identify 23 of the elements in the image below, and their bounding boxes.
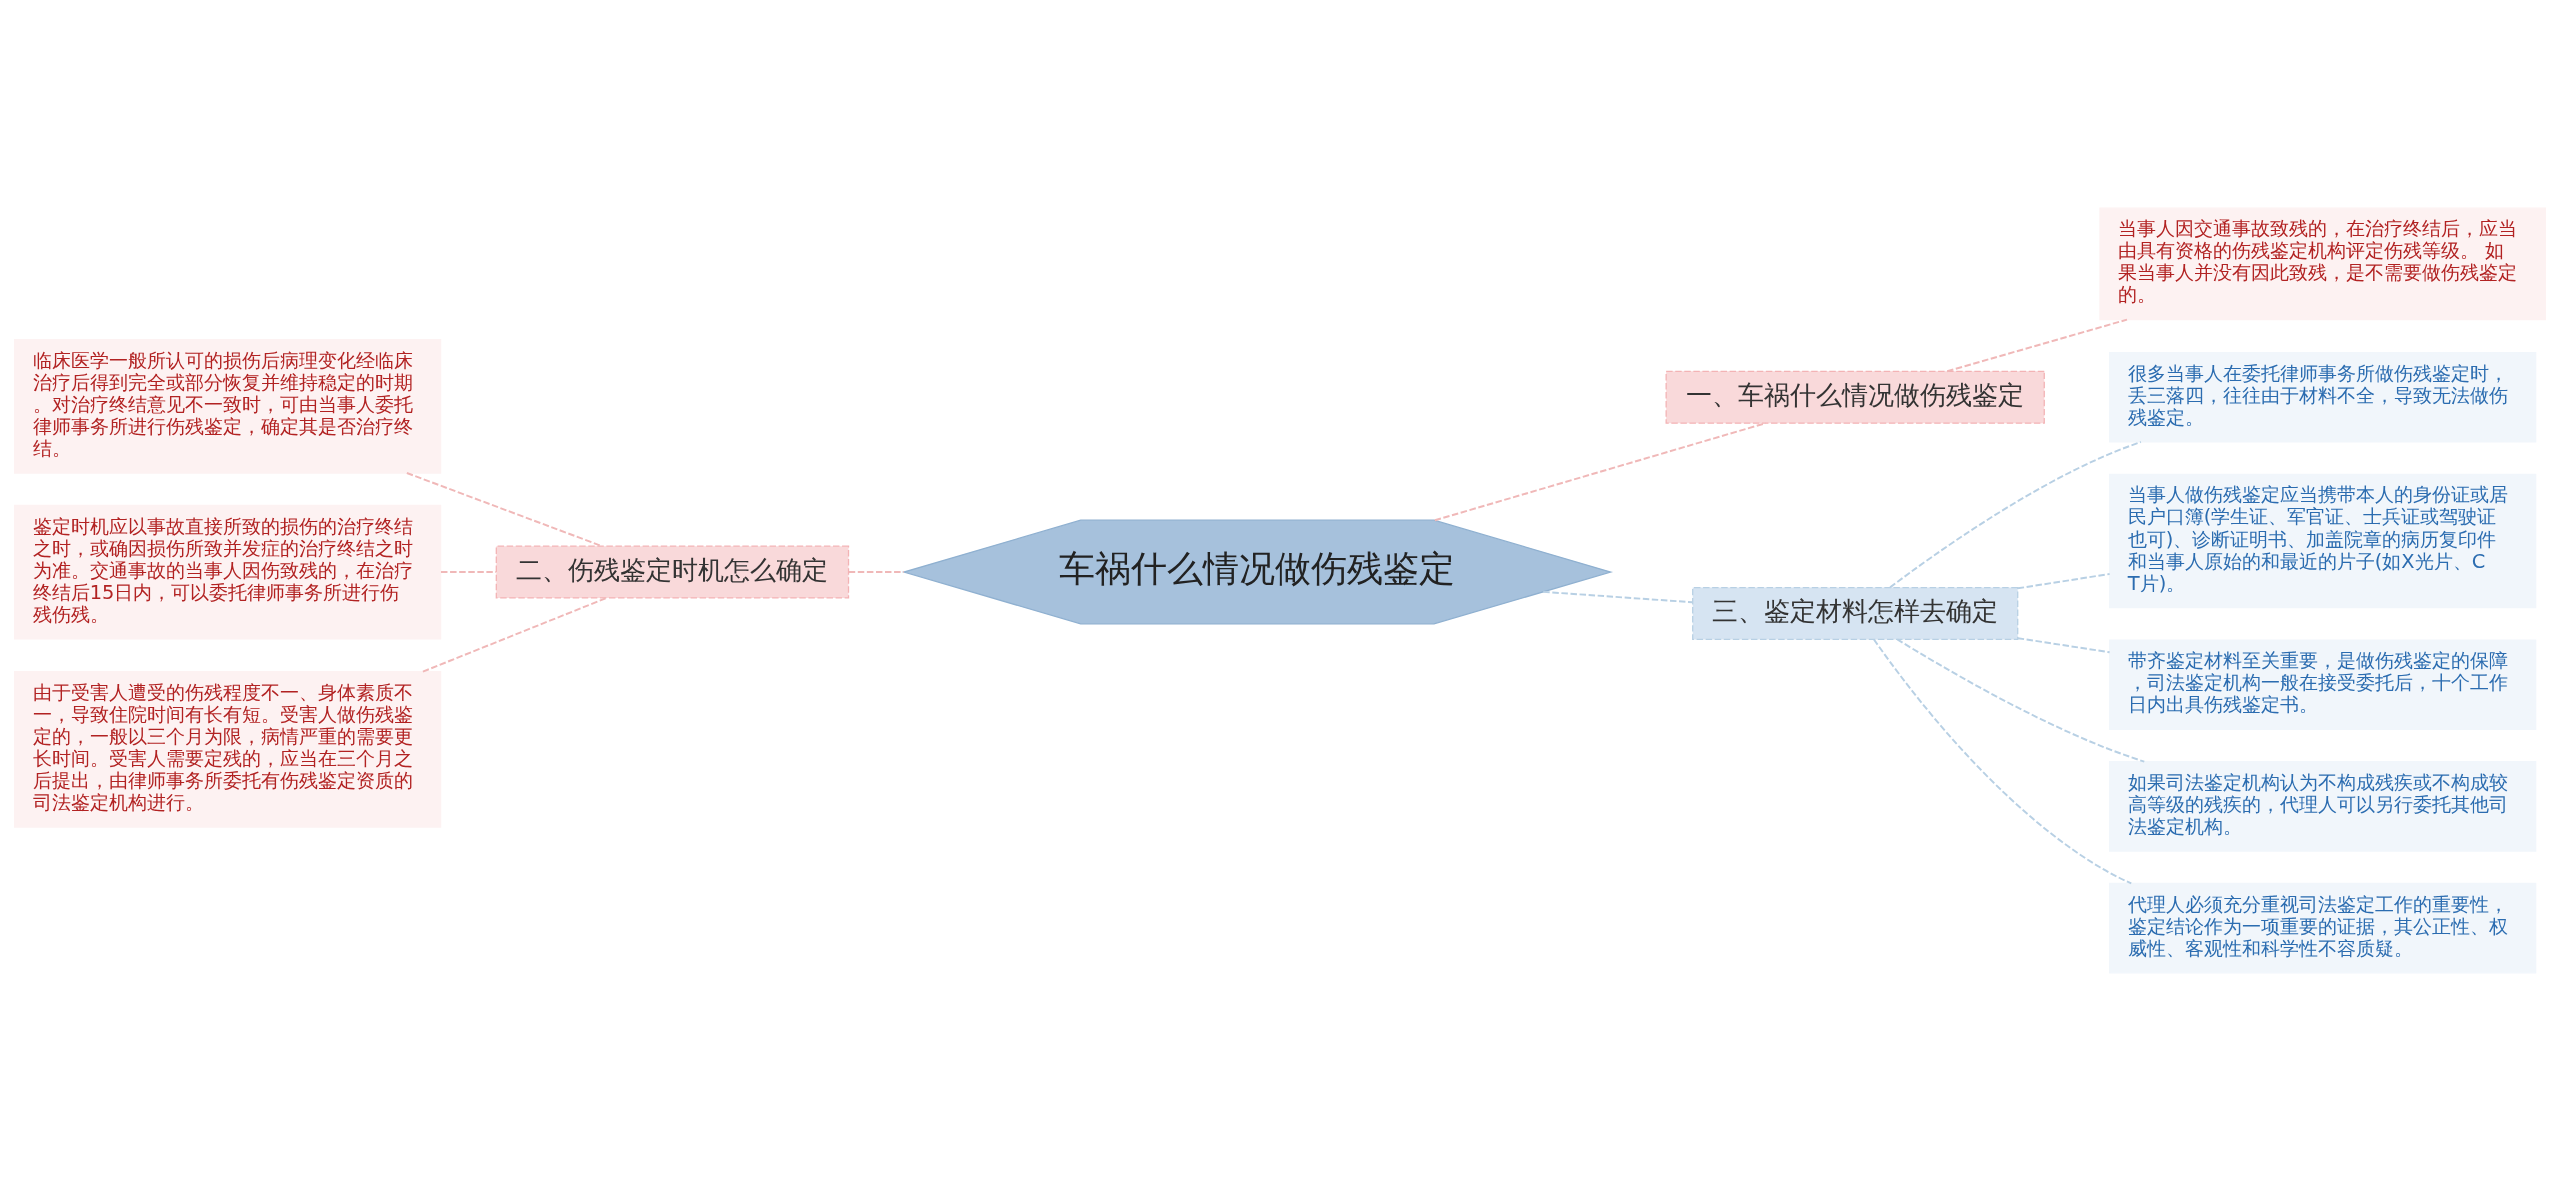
connector xyxy=(1946,318,2128,373)
node-box: 如果司法鉴定机构认为不构成残疾或不构成较高等级的残疾的，代理人可以另行委托其他司法鉴定机构。 xyxy=(2109,761,2537,852)
connector xyxy=(405,472,603,547)
node-box: 很多当事人在委托律师事务所做伤残鉴定时，丢三落四，往往由于材料不全，导致无法做伤残鉴定。 xyxy=(2109,351,2537,443)
node-box: 三、鉴定材料怎样去确定 xyxy=(1692,586,2019,641)
connector xyxy=(1889,440,2142,589)
connector xyxy=(1873,638,2133,885)
node-box: 代理人必须充分重视司法鉴定工作的重要性，鉴定结论作为一项重要的证据，其公正性、权威性、客观性和科学性不容质疑。 xyxy=(2109,882,2537,974)
node-box: 一、车祸什么情况做伤残鉴定 xyxy=(1665,370,2045,424)
node-box: 由于受害人遭受的伤残程度不一、身体素质不一，导致住院时间有长有短。受害人做伤残鉴定的，一般以三个月为限，病情严重的需要更长时间。受害人需要定残的，应当在三个月之后提出，由律师事务所委托有伤残鉴定资质的司法鉴定机构进行。 xyxy=(13,671,442,828)
connector xyxy=(1542,590,1694,604)
connector xyxy=(847,571,905,573)
connector xyxy=(439,571,498,573)
connector xyxy=(2016,637,2111,654)
node-box: 当事人做伤残鉴定应当携带本人的身份证或居民户口簿(学生证、军官证、士兵证或驾驶证也可)、诊断证明书、加盖院章的病历复印件和当事人原始的和最近的片子(如X光片、CT片)。 xyxy=(2109,473,2537,609)
node-box: 临床医学一般所认可的损伤后病理变化经临床治疗后得到完全或部分恢复并维持稳定的时期。对治疗终结意见不一致时，可由当事人委托律师事务所进行伤残鉴定，确定其是否治疗终结。 xyxy=(13,338,442,474)
connector xyxy=(2016,573,2111,590)
connector xyxy=(421,597,608,673)
node-box: 鉴定时机应以事故直接所致的损伤的治疗终结之时，或确因损伤所致并发症的治疗终结之时为准。交通事故的当事人因伤致残的，在治疗终结后15日内，可以委托律师事务所进行伤残伤残。 xyxy=(13,504,442,640)
node-box: 带齐鉴定材料至关重要，是做伤残鉴定的保障，司法鉴定机构一般在接受委托后，十个工作日内出具伤残鉴定书。 xyxy=(2109,639,2537,731)
node-box: 当事人因交通事故致残的，在治疗终结后，应当由具有资格的伤残鉴定机构评定伤残等级。 如果当事人并没有因此致残，是不需要做伤残鉴定的。 xyxy=(2099,207,2547,321)
connector xyxy=(1896,638,2146,763)
node-box: 二、伤残鉴定时机怎么确定 xyxy=(495,545,850,599)
